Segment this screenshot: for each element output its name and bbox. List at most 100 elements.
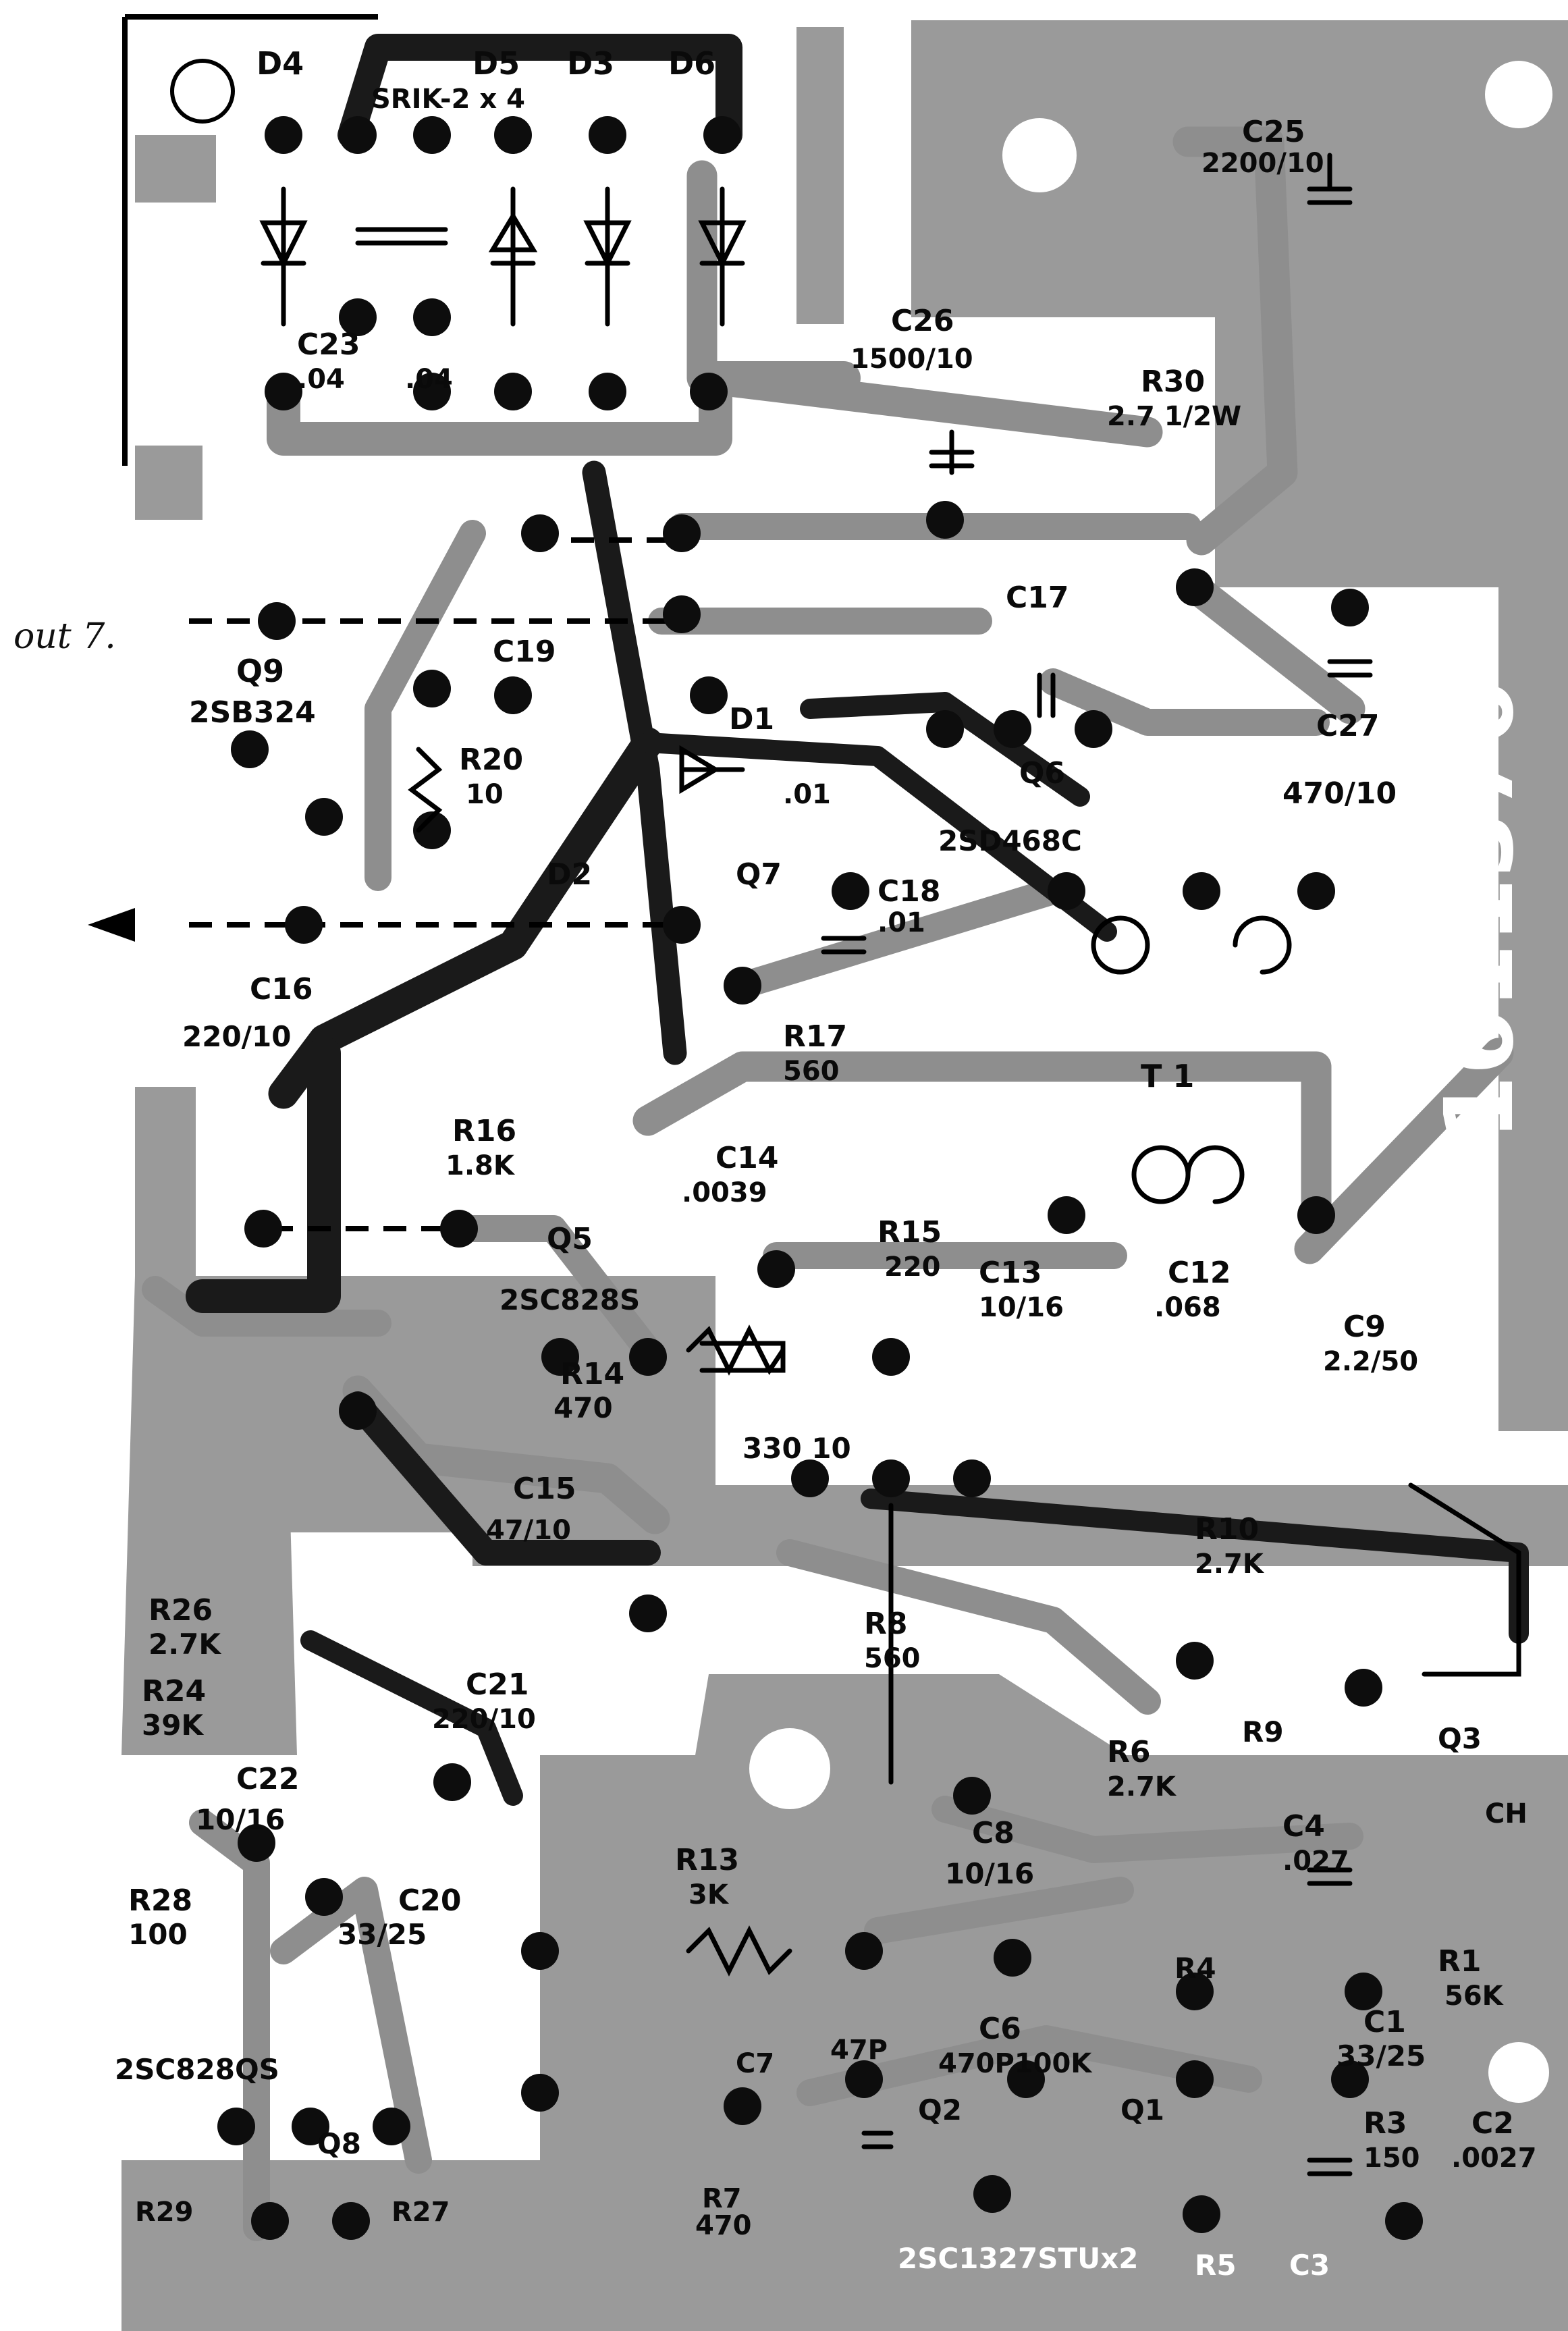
label-q1: Q1 bbox=[1120, 2093, 1164, 2126]
label-r10: R10 bbox=[1195, 1512, 1259, 1547]
label-d5: D5 bbox=[472, 45, 520, 82]
label-c9-val: 2.2/50 bbox=[1323, 1346, 1418, 1377]
label-ch: CH bbox=[1485, 1798, 1528, 1829]
label-c16: C16 bbox=[250, 972, 313, 1007]
output-arrow-icon bbox=[88, 908, 135, 942]
label-c2-val: .0027 bbox=[1451, 2143, 1537, 2174]
label-c22-val: 10/16 bbox=[196, 1803, 285, 1836]
label-r14-val: 470 bbox=[553, 1391, 613, 1424]
label-c1-val: 33/25 bbox=[1336, 2039, 1426, 2072]
label-c6-val: 470P100K bbox=[938, 2048, 1093, 2079]
label-r16: R16 bbox=[452, 1114, 516, 1148]
label-r9: R9 bbox=[1242, 1715, 1284, 1748]
label-q7: Q7 bbox=[736, 857, 782, 892]
label-c27-val: 470/10 bbox=[1282, 776, 1397, 811]
label-c18: C18 bbox=[877, 874, 941, 909]
label-d3: D3 bbox=[567, 45, 614, 82]
label-r13-val: 3K bbox=[688, 1879, 730, 1910]
label-r3: R3 bbox=[1363, 2106, 1407, 2141]
label-r6: R6 bbox=[1107, 1735, 1151, 1769]
label-d4: D4 bbox=[256, 45, 304, 82]
label-c4: C4 bbox=[1282, 1809, 1325, 1844]
label-r7: R7 bbox=[702, 2183, 742, 2214]
label-r14: R14 bbox=[560, 1357, 624, 1391]
label-r7-val: 470 bbox=[695, 2210, 752, 2241]
label-r15-val: 220 bbox=[884, 1252, 941, 1283]
label-c12-val: .068 bbox=[1154, 1292, 1221, 1323]
label-c21-val: 220/10 bbox=[432, 1704, 536, 1735]
label-c8-val: 10/16 bbox=[945, 1857, 1034, 1890]
label-r27: R27 bbox=[391, 2197, 450, 2228]
label-c14-val: .0039 bbox=[682, 1177, 767, 1208]
label-q6: Q6 bbox=[1019, 756, 1065, 791]
label-r30-val: 2.7 1/2W bbox=[1107, 401, 1241, 432]
label-r20: R20 bbox=[459, 743, 523, 777]
component-symbols bbox=[355, 153, 1521, 2176]
label-c19: C19 bbox=[493, 635, 556, 669]
label-q9: Q9 bbox=[236, 653, 284, 689]
label-r8: R8 bbox=[864, 1607, 908, 1641]
label-r20-val: 10 bbox=[466, 779, 504, 810]
label-r28: R28 bbox=[128, 1883, 192, 1918]
label-r4: R4 bbox=[1174, 1952, 1216, 1985]
label-r1-val: 56K bbox=[1444, 1981, 1505, 2012]
label-r24: R24 bbox=[142, 1674, 206, 1709]
label-c7: C7 bbox=[736, 2048, 774, 2079]
label-c2: C2 bbox=[1471, 2106, 1514, 2141]
label-d2: D2 bbox=[547, 857, 592, 892]
label-q2: Q2 bbox=[918, 2093, 962, 2126]
label-q8: Q8 bbox=[317, 2127, 361, 2160]
label-r15: R15 bbox=[877, 1215, 942, 1250]
label-r26-val: 2.7K bbox=[148, 1628, 221, 1661]
label-r16-val: 1.8K bbox=[445, 1150, 516, 1181]
handwritten-note: out 7. bbox=[13, 616, 116, 657]
label-c9: C9 bbox=[1343, 1310, 1386, 1344]
label-r3-val: 150 bbox=[1363, 2143, 1420, 2174]
label-c16-val: 220/10 bbox=[182, 1020, 291, 1053]
board-part-number: 1611376 bbox=[1425, 680, 1535, 1141]
label-r13: R13 bbox=[675, 1843, 739, 1877]
label-q3: Q3 bbox=[1438, 1722, 1482, 1755]
board-outline bbox=[122, 14, 378, 466]
label-c20: C20 bbox=[398, 1883, 462, 1918]
jumper-lines bbox=[189, 537, 682, 1231]
label-c13-val: 10/16 bbox=[979, 1292, 1064, 1323]
label-c26: C26 bbox=[891, 304, 954, 338]
label-c15-val: 47/10 bbox=[486, 1515, 571, 1546]
component-labels: D4 D5 D3 D6 SRIK-2 x 4 C23 .04 .04 C25 2… bbox=[13, 45, 1537, 2282]
solder-pads bbox=[217, 116, 1423, 2240]
label-d1-val: .01 bbox=[783, 779, 831, 810]
label-c1: C1 bbox=[1363, 2005, 1406, 2039]
label-r17-val: 560 bbox=[783, 1056, 840, 1087]
label-r5: R5 bbox=[1195, 2249, 1237, 2282]
label-r11-r12: 330 10 bbox=[742, 1432, 851, 1465]
label-q5: Q5 bbox=[547, 1222, 593, 1256]
label-r1: R1 bbox=[1438, 1944, 1482, 1979]
label-c26-val: 1500/10 bbox=[850, 344, 973, 375]
label-c25-val: 2200/10 bbox=[1201, 148, 1324, 179]
label-c25: C25 bbox=[1242, 115, 1305, 149]
label-r29: R29 bbox=[135, 2197, 193, 2228]
label-c23b-val: .04 bbox=[405, 364, 453, 395]
label-diode-type: SRIK-2 x 4 bbox=[371, 84, 525, 115]
label-q1q2-type: 2SC1327STUx2 bbox=[898, 2242, 1139, 2275]
label-q6-type: 2SD468C bbox=[938, 824, 1082, 857]
label-t1: T 1 bbox=[1141, 1058, 1194, 1094]
label-c5: 47P bbox=[830, 2035, 888, 2066]
label-c6: C6 bbox=[979, 2012, 1021, 2046]
label-r6-val: 2.7K bbox=[1107, 1771, 1177, 1802]
label-c8: C8 bbox=[972, 1816, 1015, 1850]
label-c13: C13 bbox=[979, 1256, 1042, 1290]
label-q5-type: 2SC828S bbox=[499, 1283, 640, 1316]
label-c3: C3 bbox=[1289, 2249, 1330, 2282]
label-c20-val: 33/25 bbox=[337, 1918, 427, 1951]
label-r28-val: 100 bbox=[128, 1918, 188, 1951]
label-q9-type: 2SB324 bbox=[189, 695, 316, 730]
label-r8-val: 560 bbox=[864, 1643, 921, 1674]
label-c23-val: .04 bbox=[297, 364, 345, 395]
label-c23: C23 bbox=[297, 327, 360, 362]
label-c12: C12 bbox=[1168, 1256, 1231, 1290]
label-r30: R30 bbox=[1141, 365, 1205, 399]
label-q8-type: 2SC828QS bbox=[115, 2053, 279, 2086]
